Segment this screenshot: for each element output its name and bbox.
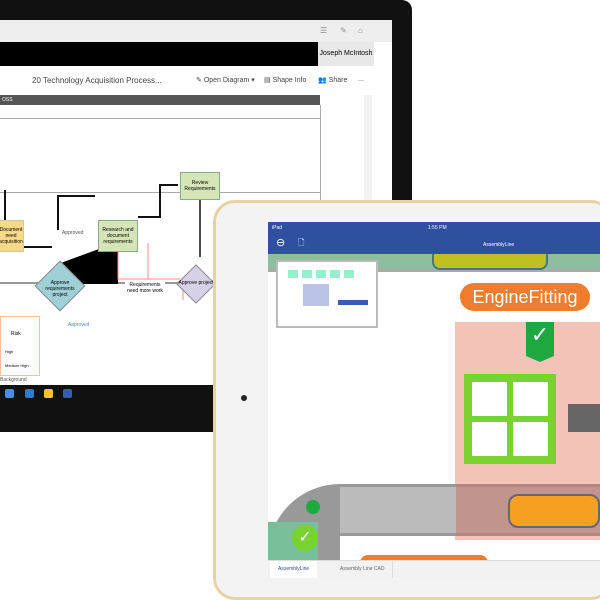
pool-header: OSS <box>0 95 320 105</box>
clock: 1:55 PM <box>428 225 447 231</box>
back-icon[interactable]: ⊖ <box>276 237 286 249</box>
taskview-icon[interactable] <box>5 389 14 398</box>
lane-divider <box>0 118 320 119</box>
box-icon <box>513 382 548 416</box>
shape-info-button[interactable]: ▤ Shape Info <box>264 77 307 84</box>
edge-icon[interactable] <box>25 389 34 398</box>
checkmark-icon: ✓ <box>292 525 318 551</box>
ipad-header: iPad 1:55 PM ⊖ 🗋 AssemblyLine <box>268 222 600 254</box>
checkmark-flag-icon: ✓ <box>526 322 554 362</box>
visio-ipad-app: iPad 1:55 PM ⊖ 🗋 AssemblyLine EngineFitt… <box>268 222 600 578</box>
research-requirements-shape[interactable]: Research and document requirements <box>98 220 138 252</box>
share-button[interactable]: 👥 Share <box>318 77 348 84</box>
approved-label: Approved <box>68 322 90 328</box>
file-explorer-icon[interactable] <box>44 389 53 398</box>
approve-requirements-label: Approve requirements project <box>45 280 75 298</box>
document-title: AssemblyLine <box>483 242 515 248</box>
minimap-thumbnail[interactable] <box>276 260 378 328</box>
share-icon[interactable]: ⌂ <box>358 26 363 35</box>
more-button[interactable]: ... <box>358 76 364 83</box>
car-top <box>432 254 548 270</box>
risk-table: Risk High Medium High <box>0 316 40 376</box>
browser-bar: ☰ ✎ ⌂ <box>0 20 392 42</box>
ribbon: 20 Technology Acquisition Process... ✎ O… <box>0 68 374 92</box>
engine-fitting-label[interactable]: EngineFitting <box>460 283 590 311</box>
next-station-label <box>360 555 488 563</box>
needs-work-label: Requirements need more work <box>125 282 165 294</box>
page-tab[interactable]: Background <box>0 377 27 383</box>
box-icon <box>472 382 507 416</box>
approve-project-label: Approve project <box>178 280 214 286</box>
tab-assemblyline[interactable]: AssemblyLine <box>270 561 318 578</box>
machine-icon <box>568 404 600 432</box>
box-icon <box>513 422 548 456</box>
user-name[interactable]: Joseph McIntosh <box>318 42 374 66</box>
app-header <box>0 42 318 66</box>
document-icon[interactable]: 🗋 <box>298 238 305 247</box>
reading-view-icon[interactable]: ☰ <box>320 26 328 35</box>
document-title: 20 Technology Acquisition Process... <box>32 76 162 85</box>
document-need-shape[interactable]: Document need acquisition <box>0 220 24 252</box>
risk-header: Risk <box>11 331 21 337</box>
status-dot-icon <box>306 500 320 514</box>
open-diagram-button[interactable]: ✎ Open Diagram ▾ <box>196 77 255 84</box>
car-icon <box>508 494 600 528</box>
review-requirements-shape[interactable]: Review Requirements <box>180 172 220 200</box>
page-tabs: AssemblyLine Assembly Line CAD <box>268 560 600 578</box>
risk-row: Medium High <box>5 363 29 368</box>
carrier: iPad <box>272 225 283 231</box>
visio-icon[interactable] <box>63 389 72 398</box>
box-icon <box>472 422 507 456</box>
approved-label: Approved <box>62 230 84 236</box>
ipad-camera <box>241 395 247 401</box>
parts-bin[interactable] <box>464 374 556 464</box>
tab-assembly-line-cad[interactable]: Assembly Line CAD <box>332 561 394 578</box>
risk-row: High <box>5 349 14 354</box>
notes-icon[interactable]: ✎ <box>340 26 347 35</box>
